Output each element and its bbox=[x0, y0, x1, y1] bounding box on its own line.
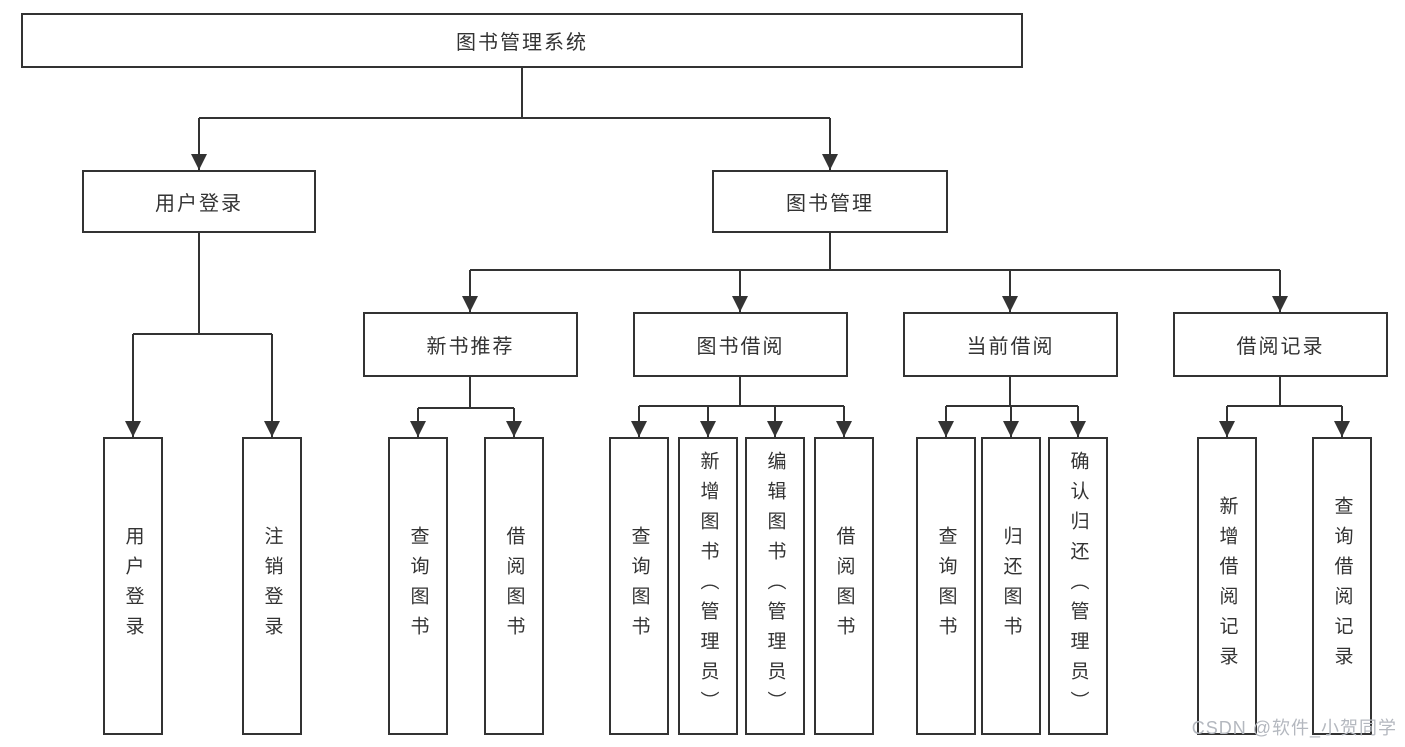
leaf-bb-edit-books-admin-label: 编辑图书（管理员） bbox=[764, 451, 786, 721]
leaf-cb-confirm-return-admin-label: 确认归还（管理员） bbox=[1067, 451, 1089, 721]
leaf-user-login-label: 用户登录 bbox=[122, 526, 144, 646]
node-book-borrowing: 图书借阅 bbox=[633, 312, 848, 377]
node-current-borrowing-label: 当前借阅 bbox=[966, 336, 1055, 358]
leaf-bb-query-books: 查询图书 bbox=[609, 437, 669, 735]
leaf-user-login: 用户登录 bbox=[103, 437, 163, 735]
node-new-book-recommend-label: 新书推荐 bbox=[426, 336, 515, 358]
leaf-cb-return-books: 归还图书 bbox=[981, 437, 1041, 735]
leaf-nb-query-books: 查询图书 bbox=[388, 437, 448, 735]
node-new-book-recommend: 新书推荐 bbox=[363, 312, 578, 377]
node-book-borrowing-label: 图书借阅 bbox=[696, 336, 785, 358]
leaf-bb-edit-books-admin: 编辑图书（管理员） bbox=[745, 437, 805, 735]
node-book-management-label: 图书管理 bbox=[786, 193, 874, 215]
leaf-cb-return-books-label: 归还图书 bbox=[1000, 526, 1022, 646]
node-root: 图书管理系统 bbox=[21, 13, 1023, 68]
leaf-bb-query-books-label: 查询图书 bbox=[628, 526, 650, 646]
leaf-bb-add-books-admin-label: 新增图书（管理员） bbox=[697, 451, 719, 721]
leaf-nb-query-books-label: 查询图书 bbox=[407, 526, 429, 646]
node-root-label: 图书管理系统 bbox=[456, 32, 588, 54]
leaf-br-query-record: 查询借阅记录 bbox=[1312, 437, 1372, 735]
leaf-br-add-record: 新增借阅记录 bbox=[1197, 437, 1257, 735]
leaf-cb-query-books-label: 查询图书 bbox=[935, 526, 957, 646]
leaf-nb-borrow-books-label: 借阅图书 bbox=[503, 526, 525, 646]
node-current-borrowing: 当前借阅 bbox=[903, 312, 1118, 377]
node-user-login-label: 用户登录 bbox=[155, 193, 243, 215]
leaf-bb-borrow-books-label: 借阅图书 bbox=[833, 526, 855, 646]
node-user-login: 用户登录 bbox=[82, 170, 316, 233]
leaf-br-add-record-label: 新增借阅记录 bbox=[1216, 496, 1238, 676]
leaf-nb-borrow-books: 借阅图书 bbox=[484, 437, 544, 735]
node-borrowing-records: 借阅记录 bbox=[1173, 312, 1388, 377]
leaf-logout: 注销登录 bbox=[242, 437, 302, 735]
leaf-cb-query-books: 查询图书 bbox=[916, 437, 976, 735]
node-borrowing-records-label: 借阅记录 bbox=[1236, 336, 1325, 358]
leaf-cb-confirm-return-admin: 确认归还（管理员） bbox=[1048, 437, 1108, 735]
node-book-management: 图书管理 bbox=[712, 170, 948, 233]
leaf-bb-borrow-books: 借阅图书 bbox=[814, 437, 874, 735]
leaf-br-query-record-label: 查询借阅记录 bbox=[1331, 496, 1353, 676]
leaf-bb-add-books-admin: 新增图书（管理员） bbox=[678, 437, 738, 735]
leaf-logout-label: 注销登录 bbox=[261, 526, 283, 646]
